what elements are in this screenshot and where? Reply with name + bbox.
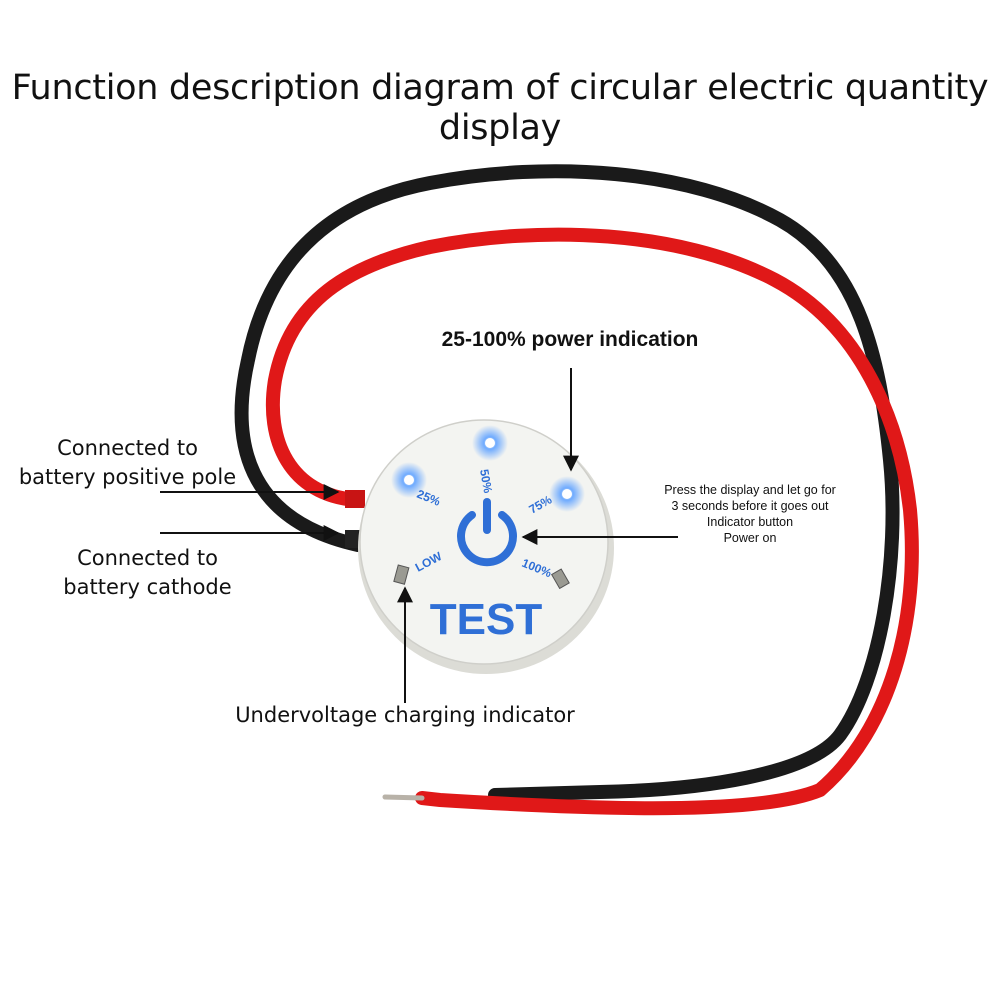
black-wire bbox=[234, 164, 900, 802]
callout-positive-line1: Connected to bbox=[57, 436, 198, 460]
callout-positive-pole: Connected to battery positive pole bbox=[10, 434, 245, 492]
callout-press-button: Press the display and let go for 3 secon… bbox=[630, 482, 870, 546]
callout-cathode: Connected to battery cathode bbox=[40, 544, 255, 602]
wire-tip bbox=[382, 794, 425, 801]
callout-press-line3: Indicator button bbox=[706, 515, 794, 529]
red-wire bbox=[265, 227, 919, 816]
callout-power-indication: 25-100% power indication bbox=[441, 328, 699, 351]
callout-cathode-line2: battery cathode bbox=[63, 575, 232, 599]
led-25 bbox=[404, 475, 414, 485]
callout-press-line1: Press the display and let go for bbox=[664, 483, 836, 497]
led-75 bbox=[562, 489, 572, 499]
led-50 bbox=[485, 438, 495, 448]
red-wire-entry bbox=[345, 490, 365, 508]
power-icon[interactable] bbox=[457, 498, 517, 567]
diagram-title: Function description diagram of circular… bbox=[11, 68, 989, 148]
callout-press-line2: 3 seconds before it goes out bbox=[671, 499, 829, 513]
test-label: TEST bbox=[430, 595, 543, 644]
callout-press-line4: Power on bbox=[723, 531, 777, 545]
callout-positive-line2: battery positive pole bbox=[18, 465, 237, 489]
callout-undervoltage: Undervoltage charging indicator bbox=[235, 703, 575, 727]
label-50: 50% bbox=[477, 468, 495, 494]
led-100-pad bbox=[550, 568, 570, 590]
callout-cathode-line1: Connected to bbox=[77, 546, 218, 570]
led-low-pad bbox=[393, 564, 410, 585]
